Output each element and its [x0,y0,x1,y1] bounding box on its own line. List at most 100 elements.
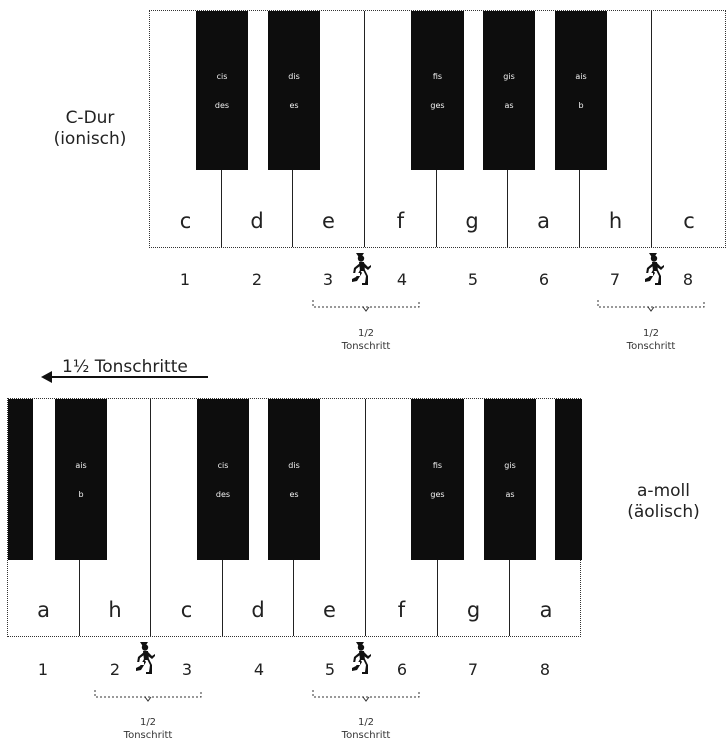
degree-number: 3 [181,660,193,679]
halftone-fraction: 1/2 [357,717,375,728]
black-key[interactable]: dis es [268,399,320,560]
black-key-sharp-label: gis [504,461,516,470]
black-key-sharp-label: gis [503,72,515,81]
black-key-flat-label: es [289,490,299,499]
white-key[interactable]: a [510,399,582,636]
halftone-word: Tonschritt [626,341,676,352]
halftone-fraction: 1/2 [139,717,157,728]
black-key[interactable]: ais b [55,399,107,560]
halftone-label: 1/2 Tonschritt [601,327,701,353]
degree-number: 4 [396,270,408,289]
halftone-bracket [597,300,705,312]
halftone-word: Tonschritt [341,730,391,741]
degree-number: 2 [251,270,263,289]
walking-person-icon [350,252,372,286]
black-key-flat-label: as [504,101,514,110]
note-label: h [108,598,122,622]
note-label: c [683,209,695,233]
note-label: f [397,598,406,622]
degree-number: 1 [179,270,191,289]
black-key[interactable]: gis as [484,399,536,560]
degree-number: 8 [539,660,551,679]
note-label: g [465,209,479,233]
degree-number: 1 [37,660,49,679]
degree-number: 5 [467,270,479,289]
walking-person-icon [134,641,156,675]
note-label: e [322,209,335,233]
a-moll-keyboard: a h c d e f g a ais b cis des dis es fis… [7,398,582,637]
black-key[interactable]: cis des [197,399,249,560]
black-key-sharp-label: cis [217,461,229,470]
c-dur-label-line2: (ionisch) [53,129,127,149]
white-key[interactable]: c [652,11,726,247]
black-key[interactable]: dis es [268,11,320,170]
black-key-flat-label: ges [430,490,445,499]
black-key[interactable] [555,399,582,560]
a-moll-label: a-moll (äolisch) [600,481,727,523]
c-dur-label-line1: C-Dur [65,108,115,128]
white-key[interactable]: e [293,11,365,247]
shift-label: 1½ Tonschritte [62,357,188,377]
note-label: f [396,209,405,233]
a-moll-label-line1: a-moll [637,481,690,501]
note-label: d [250,209,264,233]
note-label: g [466,598,481,622]
white-key[interactable]: h [580,11,652,247]
black-key[interactable] [8,399,33,560]
a-moll-label-line2: (äolisch) [627,502,700,522]
note-label: a [37,598,50,622]
degree-number: 2 [109,660,121,679]
note-label: a [539,598,553,622]
halftone-label: 1/2 Tonschritt [316,327,416,353]
black-key-flat-label: b [78,490,84,499]
black-key-flat-label: des [214,101,230,110]
black-key-sharp-label: ais [75,461,87,470]
walking-person-icon [643,252,665,286]
black-key[interactable]: ais b [555,11,607,170]
halftone-bracket [312,300,420,312]
black-key[interactable]: fis ges [411,11,464,170]
black-key-flat-label: as [505,490,515,499]
black-key[interactable]: cis des [196,11,248,170]
black-key-sharp-label: ais [575,72,587,81]
degree-number: 5 [324,660,336,679]
halftone-bracket [94,690,202,702]
degree-number: 7 [609,270,621,289]
black-key[interactable]: fis ges [411,399,464,560]
halftone-bracket [312,690,420,702]
degree-number: 4 [253,660,265,679]
halftone-word: Tonschritt [341,341,391,352]
degree-number: 7 [467,660,479,679]
note-label: e [323,598,336,622]
degree-number: 6 [538,270,550,289]
black-key-flat-label: b [578,101,584,110]
note-label: c [180,598,193,622]
c-dur-keyboard: c d e f g a h c cis des dis es fis ges g… [149,10,726,248]
white-key[interactable]: e [294,399,366,636]
black-key[interactable]: gis as [483,11,535,170]
black-key-sharp-label: dis [288,72,300,81]
degree-number: 6 [396,660,408,679]
white-key[interactable]: h [80,399,151,636]
black-key-sharp-label: dis [288,461,300,470]
left-arrow-icon [41,371,208,383]
black-key-flat-label: ges [430,101,445,110]
black-key-sharp-label: cis [216,72,228,81]
note-label: d [251,598,265,622]
halftone-fraction: 1/2 [357,328,375,339]
walking-person-icon [350,641,372,675]
black-key-sharp-label: fis [432,72,443,81]
halftone-word: Tonschritt [123,730,173,741]
halftone-fraction: 1/2 [642,328,660,339]
degree-number: 3 [322,270,334,289]
degree-number: 8 [682,270,694,289]
halftone-label: 1/2 Tonschritt [98,716,198,742]
note-label: h [608,209,623,233]
black-key-sharp-label: fis [432,461,443,470]
black-key-flat-label: des [215,490,231,499]
halftone-label: 1/2 Tonschritt [316,716,416,742]
black-key-flat-label: es [289,101,299,110]
c-dur-label: C-Dur (ionisch) [40,108,140,150]
note-label: c [179,209,192,233]
note-label: a [537,209,550,233]
